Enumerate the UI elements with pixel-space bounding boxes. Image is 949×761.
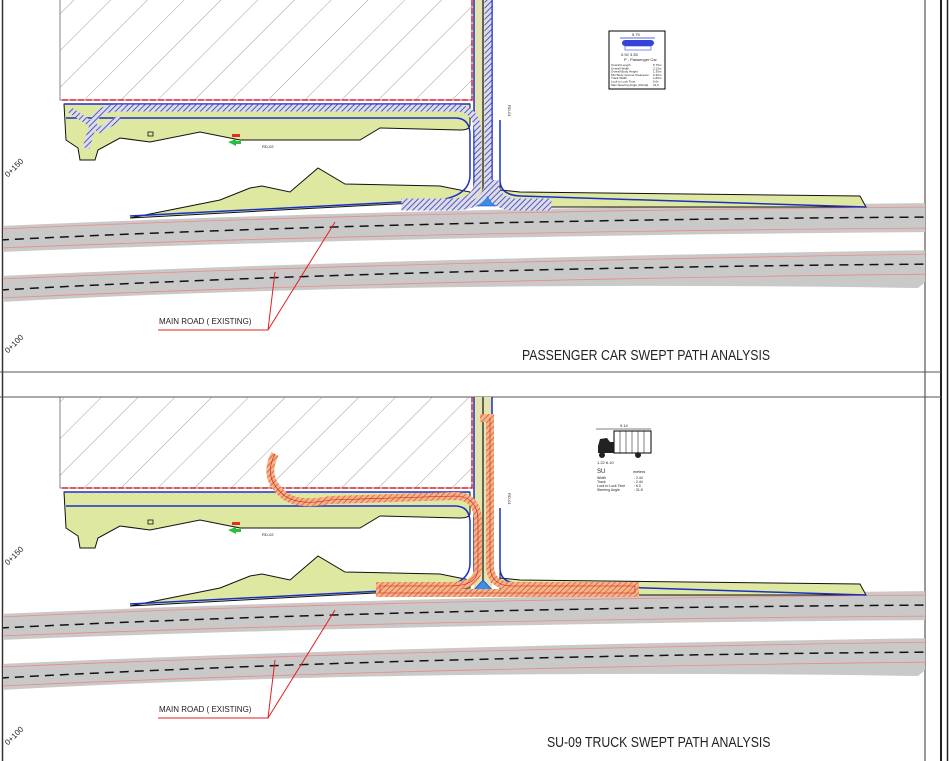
curb-line	[473, 0, 493, 195]
vehicle-axle-dims: 1.22 6.10	[597, 460, 614, 465]
panel-passenger-car	[3, 0, 925, 331]
main-road-lane-1	[3, 203, 925, 252]
road-tag-rd02: RD-02	[262, 532, 274, 537]
landscape-area	[129, 555, 471, 607]
building-footprint	[59, 0, 473, 101]
utility-box	[147, 519, 154, 525]
site-plan	[3, 397, 925, 719]
station-label: 0+150	[3, 156, 26, 179]
lane-edge-line	[3, 253, 925, 299]
vehicle-length-dim: 9.14	[620, 423, 629, 428]
vehicle-spec-value: : 2.44	[634, 476, 643, 480]
vehicle-spec-label: Lock to Lock Time	[597, 484, 625, 488]
vehicle-spec-label: Track	[597, 480, 606, 484]
vehicle-spec-label: Track Width	[611, 76, 627, 80]
station-label: 0+150	[3, 544, 26, 567]
main-road-label-bottom: MAIN ROAD ( EXISTING)	[159, 705, 252, 714]
arrow-marker-green	[228, 139, 241, 146]
vehicle-spec-value: 2.13m	[653, 66, 662, 70]
car-plan-icon	[622, 40, 654, 46]
vehicle-spec-value: 5.79m	[653, 63, 662, 67]
landscape-area	[63, 103, 471, 161]
arrow-marker-red	[232, 522, 240, 525]
vehicle-spec-su-truck: 9.14 1.22 6.10 SU meters Width: 2.44Trac…	[596, 423, 652, 492]
lane-edge-line	[3, 594, 925, 637]
vehicle-spec-label: Min Body Ground Clearance	[611, 73, 649, 77]
curb-line	[64, 103, 867, 217]
vehicle-name: P - Passenger Car	[624, 57, 657, 62]
utility-box	[147, 131, 154, 137]
panel-title-su-truck: SU-09 TRUCK SWEPT PATH ANALYSIS	[547, 734, 771, 750]
vehicle-name: SU	[597, 469, 605, 475]
road-tag-rd01: RD-01	[507, 105, 512, 117]
swept-path-passenger-car	[82, 0, 552, 211]
lane-centerline	[3, 263, 925, 291]
station-label: 0+100	[3, 724, 26, 747]
vehicle-spec-label: Max Steering Angle (Virtual)	[611, 83, 648, 87]
swept-path-passenger-car	[68, 107, 122, 134]
panel-su-truck	[3, 397, 925, 719]
station-label: 0+100	[3, 332, 26, 355]
vehicle-axle-dims: 0.92 3.35	[621, 52, 638, 57]
vehicle-spec-label: Steering Angle	[597, 488, 620, 492]
vehicle-spec-value: : 31.8	[634, 488, 643, 492]
property-line	[62, 0, 473, 101]
lane-centerline	[3, 216, 925, 241]
vehicle-units: meters	[633, 469, 645, 474]
vehicle-spec-label: Overall Length	[611, 63, 631, 67]
road-label-leader	[158, 221, 336, 331]
vehicle-spec-value: 1.83m	[653, 76, 662, 80]
property-line	[62, 397, 473, 489]
vehicle-spec-label: Width	[597, 476, 606, 480]
lane-centerline	[3, 604, 925, 629]
vehicle-spec-value: : 6.0	[634, 484, 641, 488]
lane-edge-line	[3, 641, 925, 687]
lane-edge-line	[3, 206, 925, 249]
vehicle-spec-label: Overall Width	[611, 66, 629, 70]
vehicle-spec-value: 0.30m	[653, 73, 662, 77]
arrow-marker-green	[228, 527, 241, 534]
road-label-leader	[158, 609, 336, 719]
swept-path-outline	[270, 418, 636, 594]
building-footprint	[59, 397, 473, 489]
site-plan	[3, 0, 925, 331]
vehicle-spec-label: Lock to Lock Time	[611, 80, 636, 84]
vehicle-spec-label: Overall Body Height	[611, 70, 638, 74]
vehicle-length-dim: 5.79	[632, 32, 641, 37]
vehicle-spec-value: 6.0s	[653, 80, 659, 84]
vehicle-spec-value: : 2.44	[634, 480, 643, 484]
arrow-marker-red	[232, 134, 240, 137]
main-road-label-top: MAIN ROAD ( EXISTING)	[159, 317, 252, 326]
truck-elevation-icon	[598, 430, 652, 458]
road-tag-rd02: RD-02	[262, 144, 274, 149]
vehicle-spec-value: 1.30m	[653, 70, 662, 74]
road-tag-rd01: RD-01	[507, 493, 512, 505]
lane-centerline	[3, 651, 925, 679]
vehicle-spec-value: 31.6	[653, 83, 659, 87]
vehicle-spec-passenger-car: 5.79 0.92 3.35 P - Passenger Car Overall…	[608, 30, 666, 90]
panel-title-passenger-car: PASSENGER CAR SWEPT PATH ANALYSIS	[522, 347, 770, 363]
main-road-lane-1	[3, 591, 925, 640]
